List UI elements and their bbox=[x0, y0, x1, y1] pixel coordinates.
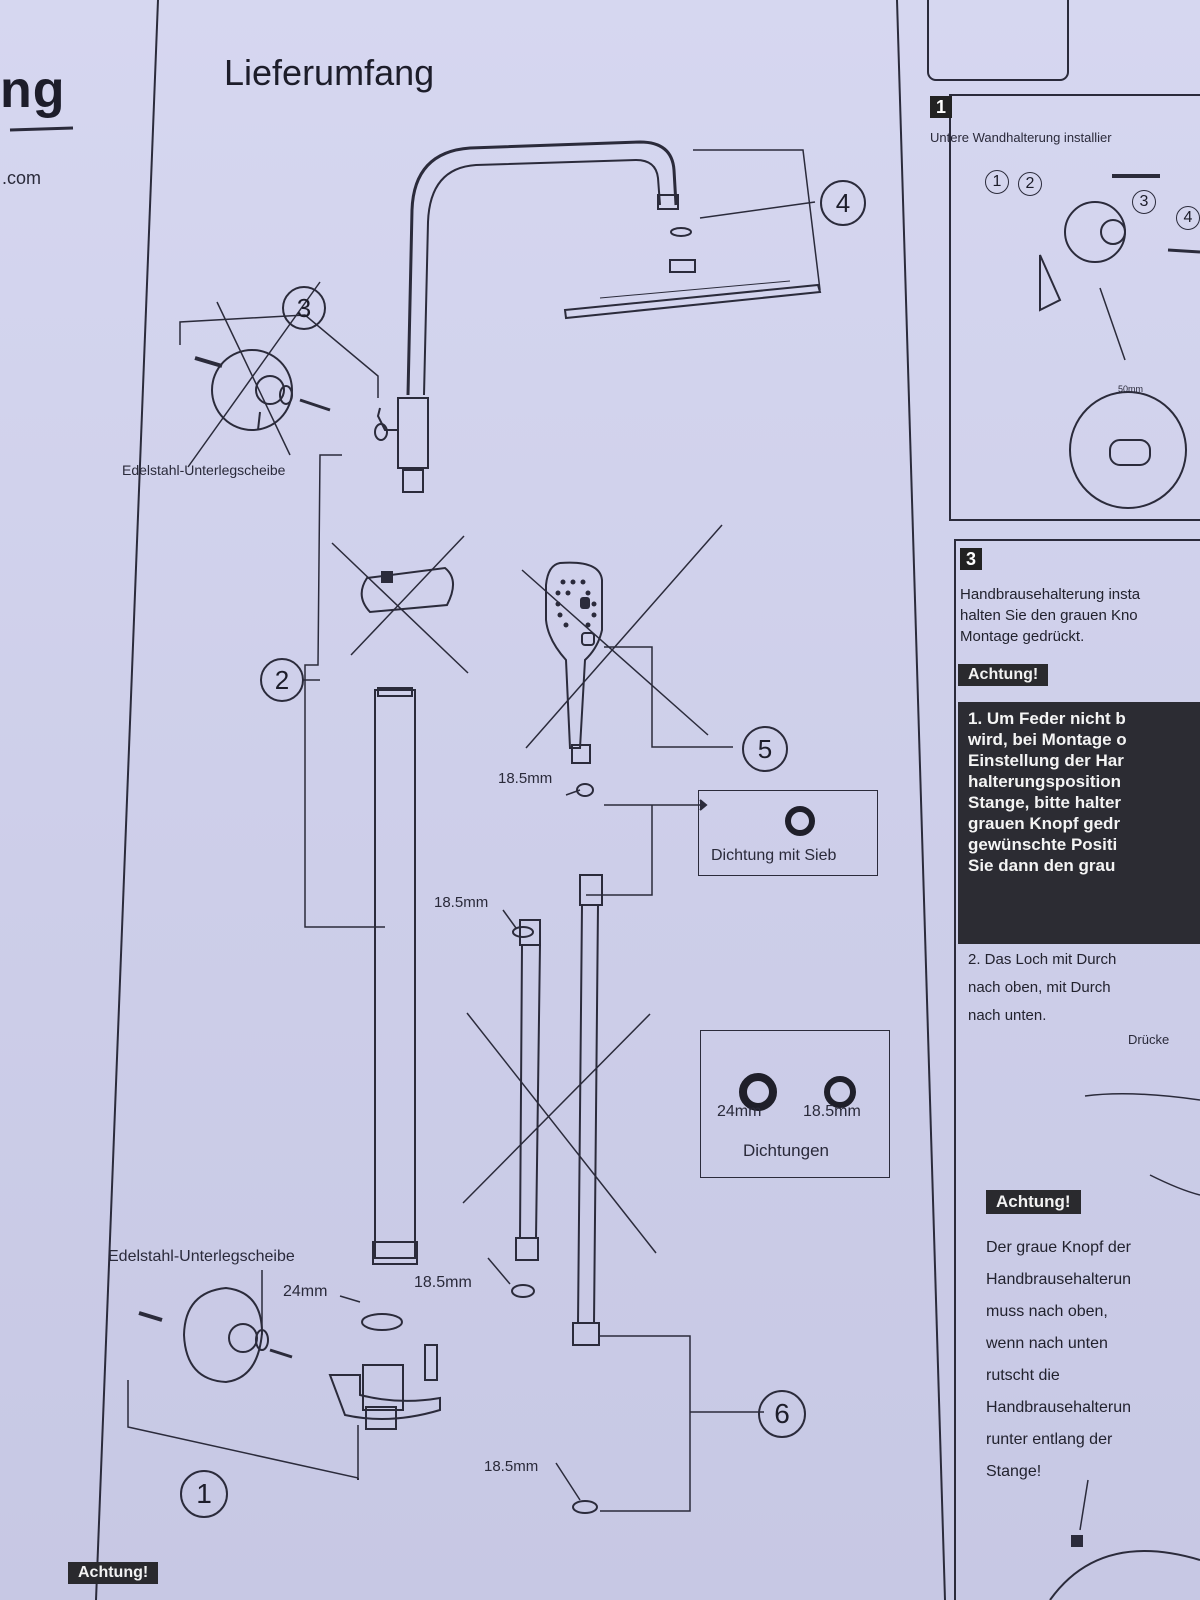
warning-line: muss nach oben, bbox=[986, 1303, 1108, 1320]
step-1-circle-1: 1 bbox=[985, 170, 1009, 194]
warning-line: Handbrausehalterun bbox=[986, 1271, 1131, 1288]
step-1-circle-4: 4 bbox=[1176, 206, 1200, 230]
washer-label-top: Edelstahl-Unterlegscheibe bbox=[122, 462, 286, 478]
part-number-6: 6 bbox=[758, 1390, 806, 1438]
warning-line: wird, bei Montage o bbox=[968, 730, 1127, 749]
step-3-warning-badge-1: Achtung! bbox=[958, 664, 1049, 686]
gaskets-caption: Dichtungen bbox=[743, 1141, 830, 1160]
step-3-warning-text-2: Der graue Knopf der Handbrausehalterun m… bbox=[986, 1232, 1131, 1488]
step-3-intro-line: Montage gedrückt. bbox=[960, 628, 1085, 645]
warning-line: Der graue Knopf der bbox=[986, 1239, 1131, 1256]
warning-line: runter entlang der bbox=[986, 1431, 1113, 1448]
washer-label-bottom: Edelstahl-Unterlegscheibe bbox=[108, 1248, 295, 1265]
press-label: Drücke bbox=[1128, 1032, 1170, 1047]
page-title: Lieferumfang bbox=[224, 52, 435, 93]
warning-line: Stange, bitte halter bbox=[968, 793, 1122, 812]
size-label-18-5-a: 18.5mm bbox=[498, 770, 553, 787]
left-url-fragment: .com bbox=[2, 168, 42, 188]
size-label-18-5-c: 18.5mm bbox=[414, 1274, 472, 1291]
step-3-intro: Handbrausehalterung insta halten Sie den… bbox=[960, 584, 1140, 647]
size-label-18-5-d: 18.5mm bbox=[484, 1458, 539, 1475]
left-heading-fragment: ng bbox=[0, 61, 66, 119]
warning-line: grauen Knopf gedr bbox=[968, 814, 1121, 833]
gasket-size-large: 24mm bbox=[717, 1103, 762, 1120]
step-1-circle-3: 3 bbox=[1132, 190, 1156, 214]
step-1-number: 1 bbox=[930, 96, 952, 118]
part-number-1: 1 bbox=[180, 1470, 228, 1518]
step-1-title: Untere Wandhalterung installier bbox=[930, 130, 1112, 145]
warning-line: halterungsposition bbox=[968, 772, 1121, 791]
warning-line: Stange! bbox=[986, 1463, 1042, 1480]
warning-line: wenn nach unten bbox=[986, 1335, 1108, 1352]
step-3-intro-line: halten Sie den grauen Kno bbox=[960, 607, 1138, 624]
warning-line: Sie dann den grau bbox=[968, 856, 1116, 875]
filter-gasket-caption: Dichtung mit Sieb bbox=[711, 847, 837, 864]
gasket-size-small: 18.5mm bbox=[803, 1103, 861, 1120]
filter-gasket-box: Dichtung mit Sieb bbox=[698, 790, 878, 876]
note-line: 2. Das Loch mit Durch bbox=[968, 951, 1117, 968]
size-label-24: 24mm bbox=[283, 1283, 328, 1300]
note-line: nach oben, mit Durch bbox=[968, 979, 1111, 996]
part-number-2: 2 bbox=[260, 658, 304, 702]
note-line: nach unten. bbox=[968, 1007, 1047, 1024]
step-3-intro-line: Handbrausehalterung insta bbox=[960, 586, 1141, 603]
part-number-5: 5 bbox=[742, 726, 788, 772]
warning-line: 1. Um Feder nicht b bbox=[968, 709, 1126, 728]
step-1-circle-2: 2 bbox=[1018, 172, 1042, 196]
step-3-note-2: 2. Das Loch mit Durch nach oben, mit Dur… bbox=[968, 946, 1116, 1030]
step-3-warning-box-1: 1. Um Feder nicht b wird, bei Montage o … bbox=[958, 702, 1200, 944]
step-3-number: 3 bbox=[960, 548, 982, 570]
step-1-dimension: 50mm bbox=[1118, 384, 1144, 394]
step-3-warning-badge-2: Achtung! bbox=[986, 1190, 1081, 1214]
part-number-4: 4 bbox=[820, 180, 866, 226]
warning-line: gewünschte Positi bbox=[968, 835, 1118, 854]
gaskets-box: 24mm 18.5mm Dichtungen bbox=[700, 1030, 890, 1178]
warning-line: Einstellung der Har bbox=[968, 751, 1124, 770]
footer-warning-badge: Achtung! bbox=[68, 1562, 159, 1584]
warning-line: rutscht die bbox=[986, 1367, 1060, 1384]
size-label-18-5-b: 18.5mm bbox=[434, 894, 489, 911]
part-number-3: 3 bbox=[282, 286, 326, 330]
warning-line: Handbrausehalterun bbox=[986, 1399, 1131, 1416]
